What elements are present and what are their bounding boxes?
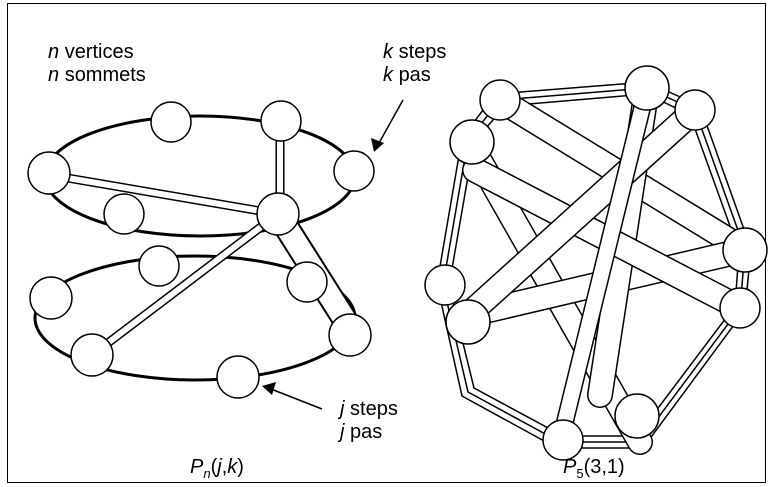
label-vertices-en: vertices [64, 41, 134, 63]
vertex [27, 151, 71, 195]
vertex [260, 100, 302, 142]
var-j: j [340, 398, 345, 420]
var-j: j [340, 421, 345, 443]
label-j-steps-en: steps [350, 398, 398, 420]
label-j-steps-fr: pas [350, 421, 383, 443]
tube-6 [455, 97, 708, 328]
vertex [150, 101, 192, 143]
label-j-steps: j steps j pas [340, 398, 398, 444]
label-vertices-fr: sommets [64, 64, 146, 86]
vertex [29, 276, 73, 320]
tube-7 [551, 79, 656, 451]
vertex-hub [256, 192, 300, 236]
label-k-steps-en: steps [398, 41, 447, 63]
vertex [333, 150, 375, 192]
vertex [328, 313, 372, 357]
caption-left: Pn(j,k) [190, 456, 244, 481]
arrow-k-steps [371, 99, 404, 152]
vertex [216, 355, 260, 399]
caption-right: P5(3,1) [563, 456, 625, 481]
arrow-j-steps [262, 382, 323, 410]
upper-ring [43, 114, 357, 238]
vertex [138, 245, 180, 287]
p5-graph [424, 65, 768, 461]
vertex [103, 193, 145, 235]
var-k: k [383, 41, 393, 63]
label-n-vertices: n vertices n sommets [48, 41, 146, 87]
vertex [70, 333, 114, 377]
spoke-thin-1 [45, 170, 283, 219]
var-n: n [48, 41, 60, 63]
var-n: n [48, 64, 60, 86]
label-k-steps: k steps k pas [383, 41, 446, 87]
label-k-steps-fr: pas [398, 64, 431, 86]
vertex [286, 261, 328, 303]
spoke-thin-3 [87, 209, 283, 360]
var-k: k [383, 64, 393, 86]
